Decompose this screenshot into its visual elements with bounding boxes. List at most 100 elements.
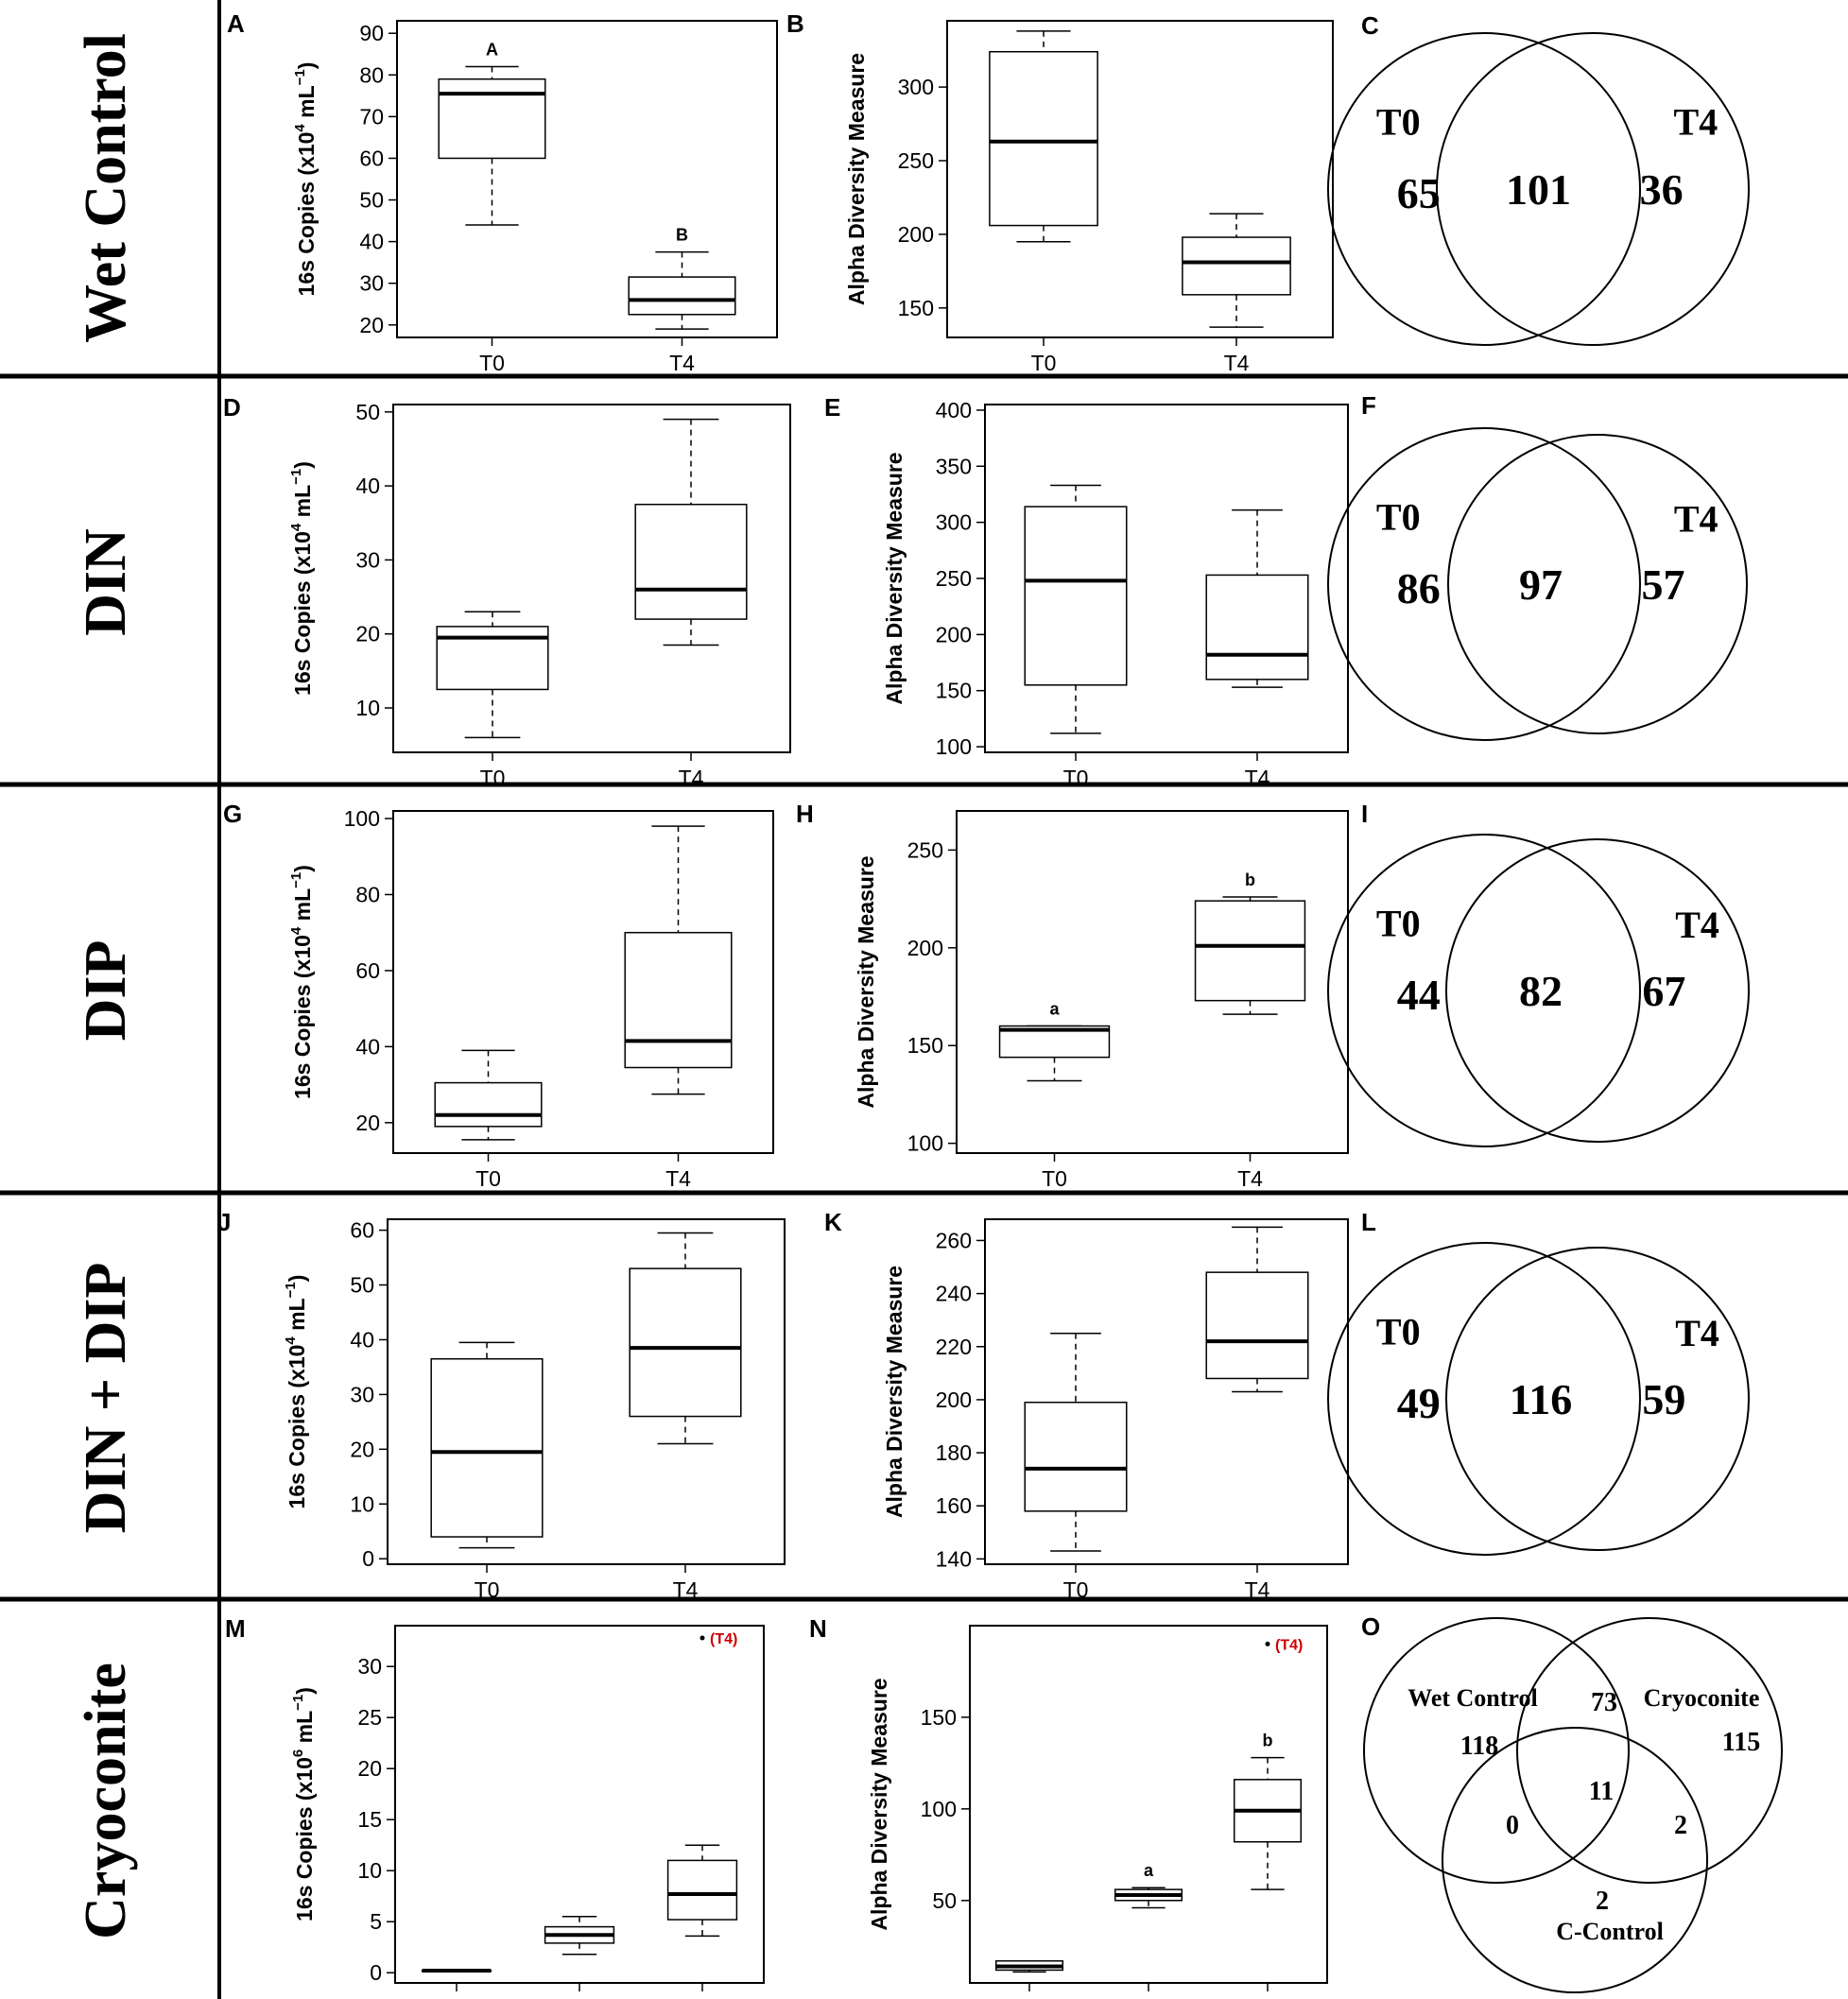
significance-label: B <box>676 226 688 245</box>
box-T0 <box>1024 484 1128 734</box>
significance-label: a <box>1144 1861 1154 1880</box>
box-T0 <box>436 611 549 739</box>
y-tick-label: 50 <box>350 1273 374 1298</box>
y-axis-label: Alpha Diversity Measure <box>882 452 907 704</box>
box-T4 <box>1205 508 1309 688</box>
box-T0: a <box>998 1000 1111 1082</box>
venn-count-bc: 2 <box>1674 1811 1687 1840</box>
x-tick-label: T4 <box>1224 351 1250 375</box>
box-T0 <box>544 1916 615 1956</box>
y-tick-label: 15 <box>357 1807 382 1832</box>
box-iqr <box>438 78 546 160</box>
venn-set-label-left: T0 <box>1376 100 1421 143</box>
y-tick-label: 300 <box>898 75 934 99</box>
y-tick-label: 10 <box>355 696 380 720</box>
venn-circle-T0 <box>1327 834 1641 1147</box>
y-tick-label: 30 <box>359 271 384 296</box>
panel-letter-M: M <box>225 1614 246 1643</box>
y-tick-label: 400 <box>936 398 972 422</box>
box-iqr <box>1024 1401 1128 1512</box>
x-tick-label: T0 <box>475 1577 500 1602</box>
box-T4 <box>1182 213 1291 328</box>
plot-frame <box>984 1218 1349 1565</box>
panel-letter-H: H <box>796 800 814 828</box>
y-axis-label: 16s Copies (x104 mL−1) <box>288 461 315 696</box>
box-T0 <box>989 30 1098 243</box>
box-iqr <box>624 931 733 1069</box>
x-tick-label: T0 <box>475 1166 501 1191</box>
outlier-label: (T4) <box>1275 1637 1303 1653</box>
y-tick-label: 30 <box>357 1654 382 1679</box>
box-iqr <box>989 50 1098 227</box>
box-iqr <box>666 1859 738 1921</box>
venn-count-b-only: 115 <box>1722 1728 1760 1757</box>
box-C−Control <box>421 1969 492 1973</box>
venn-circle-T4 <box>1436 32 1750 346</box>
panel-letter-J: J <box>217 1208 231 1236</box>
box-iqr <box>634 503 748 620</box>
box-T4: B <box>628 226 736 330</box>
venn-circle-T0 <box>1327 32 1641 346</box>
panel-letter-F: F <box>1361 391 1376 420</box>
venn-set-label-left: T0 <box>1376 902 1421 944</box>
y-axis-label: 16s Copies (x106 mL−1) <box>290 1687 317 1921</box>
venn-count-right-only: 59 <box>1642 1375 1685 1423</box>
outlier-point <box>1265 1641 1270 1646</box>
y-tick-label: 80 <box>359 62 384 87</box>
venn-count-shared: 116 <box>1510 1375 1572 1423</box>
x-tick-label: C−Control <box>980 1996 1079 1999</box>
y-tick-label: 100 <box>907 1131 943 1156</box>
y-tick-label: 20 <box>359 313 384 337</box>
venn-count-shared: 97 <box>1519 560 1563 609</box>
panel-letter-B: B <box>786 9 804 38</box>
box-T0 <box>430 1341 544 1549</box>
y-axis-label: Alpha Diversity Measure <box>867 1678 891 1930</box>
y-tick-label: 150 <box>921 1705 957 1730</box>
venn-set-label-right: T4 <box>1674 100 1718 143</box>
y-tick-label: 20 <box>350 1437 374 1461</box>
venn-circle-T0 <box>1327 427 1641 741</box>
y-tick-label: 40 <box>359 230 384 254</box>
significance-label: a <box>1049 1000 1060 1019</box>
y-tick-label: 300 <box>936 510 972 535</box>
x-tick-label: T4 <box>679 766 704 790</box>
venn-count-left-only: 86 <box>1397 564 1441 612</box>
venn-set-label-right: T4 <box>1674 498 1718 541</box>
venn-count-right-only: 36 <box>1640 165 1684 214</box>
x-tick-label: T0 <box>1063 1577 1089 1602</box>
panel-letter-D: D <box>223 393 241 422</box>
venn-count-ac: 0 <box>1506 1811 1519 1840</box>
venn-circle-T4 <box>1445 1247 1750 1551</box>
y-tick-label: 40 <box>350 1327 374 1352</box>
row-label-2: DIP <box>74 940 138 1042</box>
x-tick-label: T1−T4 <box>1235 1996 1299 1999</box>
y-axis-label: Alpha Diversity Measure <box>844 53 869 305</box>
y-axis-label: 16s Copies (x104 mL−1) <box>283 1275 309 1509</box>
panel-letter-K: K <box>824 1208 842 1236</box>
y-tick-label: 150 <box>898 296 934 320</box>
y-tick-label: 350 <box>936 454 972 478</box>
box-T4: b <box>1194 870 1306 1015</box>
venn-circle-wet-control <box>1363 1617 1630 1884</box>
y-tick-label: 80 <box>355 882 380 906</box>
x-tick-label: T1−T4 <box>670 1996 734 1999</box>
x-tick-label: T4 <box>665 1166 691 1191</box>
panel-letter-E: E <box>824 393 840 422</box>
x-tick-label: T0 <box>479 351 505 375</box>
x-tick-label: T4 <box>1245 1577 1270 1602</box>
y-tick-label: 260 <box>936 1228 972 1252</box>
y-tick-label: 50 <box>355 400 380 424</box>
venn-count-shared: 101 <box>1506 165 1571 214</box>
venn-count-left-only: 65 <box>1397 169 1441 217</box>
venn-count-a-only: 118 <box>1460 1732 1498 1761</box>
y-tick-label: 180 <box>936 1440 972 1465</box>
y-tick-label: 5 <box>370 1909 382 1934</box>
y-axis-label: Alpha Diversity Measure <box>854 855 878 1108</box>
